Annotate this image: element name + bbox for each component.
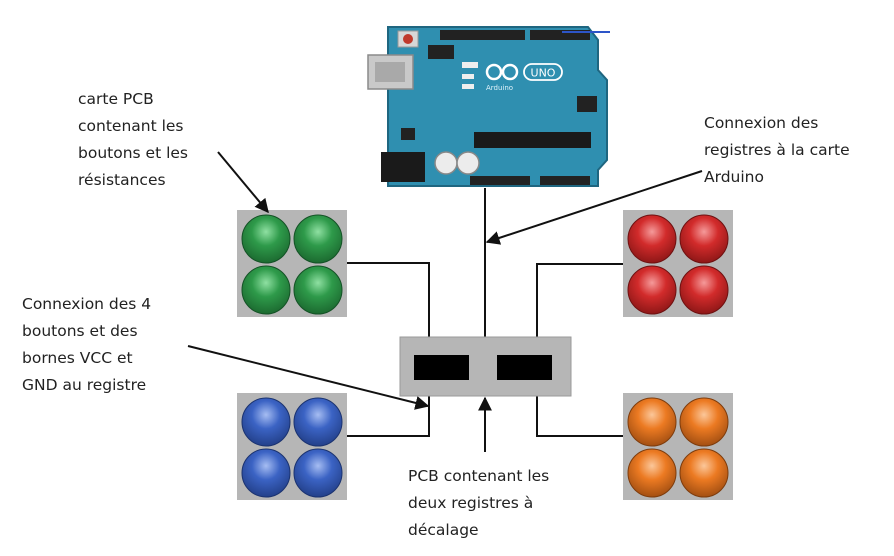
- red-button: [627, 214, 677, 264]
- power-header: [470, 176, 530, 185]
- annotation-line: Connexion des: [704, 114, 819, 132]
- wire-blue: [347, 396, 430, 437]
- annotation-line: GND au registre: [22, 376, 147, 394]
- blue-button: [241, 397, 291, 447]
- orange-button: [627, 448, 677, 498]
- annotation-button-connection: Connexion des 4 boutons et des bornes VC…: [22, 291, 151, 399]
- annotation-line: résistances: [78, 171, 166, 189]
- red-button: [679, 265, 729, 315]
- digital-header-1: [440, 30, 525, 40]
- button-group-orange: [623, 393, 733, 500]
- annotation-line: registres à la carte: [704, 141, 850, 159]
- blue-button: [293, 397, 343, 447]
- microcontroller-chip: [474, 132, 591, 148]
- red-button: [679, 214, 729, 264]
- orange-button: [679, 397, 729, 447]
- button-group-green: [237, 210, 347, 317]
- blue-button: [293, 448, 343, 498]
- annotation-arrows: [187, 151, 703, 452]
- annotation-line: boutons et les: [78, 144, 188, 162]
- annotation-arduino-connection: Connexion des registres à la carte Ardui…: [704, 110, 850, 191]
- analog-header: [540, 176, 590, 185]
- orange-button: [679, 448, 729, 498]
- wire-green: [347, 262, 430, 337]
- green-button: [241, 265, 291, 315]
- annotation-shift-register-pcb: PCB contenant les deux registres à décal…: [408, 463, 549, 544]
- green-button: [293, 265, 343, 315]
- arrow-to-register-input: [187, 345, 430, 410]
- arduino-logo: UNO Arduino: [485, 63, 563, 92]
- button-group-red: [623, 210, 733, 317]
- wire-red: [536, 263, 623, 337]
- orange-button: [627, 397, 677, 447]
- uno-logo-text: UNO: [531, 67, 556, 80]
- shift-register-chip-2: [497, 355, 552, 380]
- arrow-to-green-pcb: [217, 151, 269, 214]
- annotation-line: décalage: [408, 521, 479, 539]
- arduino-brand-text: Arduino: [486, 84, 513, 92]
- arduino-uno-board: UNO Arduino: [367, 26, 610, 187]
- shift-register-chip-1: [414, 355, 469, 380]
- annotation-line: PCB contenant les: [408, 467, 550, 485]
- annotation-line: carte PCB: [78, 90, 154, 108]
- digital-header-2: [530, 30, 590, 40]
- annotation-line: contenant les: [78, 117, 184, 135]
- button-group-blue: [237, 393, 347, 500]
- arrow-to-arduino-wire: [485, 170, 703, 245]
- annotation-line: Arduino: [704, 168, 764, 186]
- annotation-line: deux registres à: [408, 494, 534, 512]
- wire-orange: [536, 396, 623, 437]
- annotation-line: bornes VCC et: [22, 349, 133, 367]
- annotation-line: boutons et des: [22, 322, 138, 340]
- blue-button: [241, 448, 291, 498]
- power-jack: [381, 152, 425, 182]
- annotation-line: Connexion des 4: [22, 295, 152, 313]
- green-button: [241, 214, 291, 264]
- red-button: [627, 265, 677, 315]
- shift-register-pcb: [399, 336, 572, 397]
- green-button: [293, 214, 343, 264]
- annotation-pcb-buttons: carte PCB contenant les boutons et les r…: [78, 86, 188, 194]
